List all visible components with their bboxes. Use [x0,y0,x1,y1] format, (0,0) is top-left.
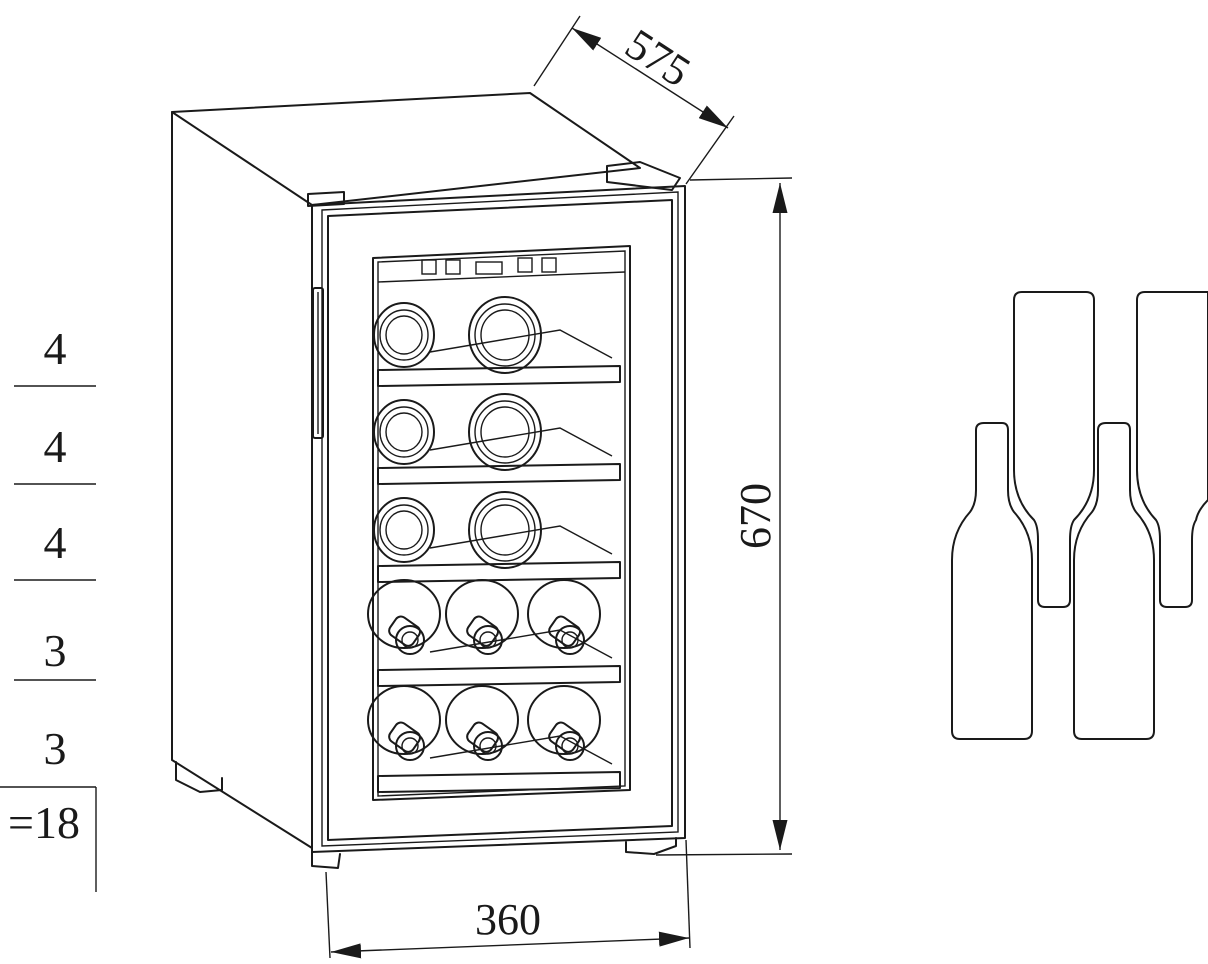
bottle-inverted-icon [1136,291,1208,608]
door-frame-inner [327,199,673,841]
button-icon [541,257,557,273]
button-icon [421,259,437,275]
shelf-rail [429,329,613,359]
control-panel [377,257,626,283]
bottle-upright-icon [951,422,1033,740]
shelf-rail [429,427,613,457]
shelf-count-3: 4 [44,517,67,568]
dimension-height: 670 [655,177,793,856]
door-frame-outer [311,185,686,853]
shelf [377,561,621,583]
bottle-neck [445,685,519,761]
bottle-upright-icon [1073,422,1155,740]
height-label: 670 [731,483,780,549]
total-count: =18 [8,797,80,848]
bottle-neck [445,579,519,655]
button-icon [445,259,461,275]
shelf [377,665,621,687]
glass-door [311,185,686,853]
bottle-base [468,393,542,471]
shelf-count-2: 4 [44,421,67,472]
bottle-neck [367,579,441,655]
dimension-width: 360 [325,839,691,959]
front-foot-left [311,851,341,869]
shelf-rail [429,629,613,659]
shelf [377,365,621,387]
bottle-silhouettes [951,291,1208,740]
bottle-base [468,491,542,569]
capacity-column: 4 4 4 3 3 =18 [0,323,97,892]
door-window [372,245,631,801]
depth-label: 575 [617,19,699,96]
shelf-rail [429,525,613,555]
rear-foot [175,761,223,793]
shelf-count-1: 4 [44,323,67,374]
shelves [377,329,621,793]
cabinet-top [171,92,641,206]
dimension-depth: 575 [533,15,735,185]
shelf [377,771,621,793]
cabinet-side [171,111,313,849]
button-icon [517,257,533,273]
bottle-neck [527,685,601,761]
front-foot-right [625,837,677,855]
bottle-neck [527,579,601,655]
shelf-rail [429,735,613,765]
shelf [377,463,621,485]
width-label: 360 [475,895,541,944]
shelf-count-5: 3 [44,723,67,774]
top-hinge [606,161,681,191]
cabinet-bottles [367,296,601,761]
bottle-base [373,497,435,563]
bottle-inverted-icon [1013,291,1095,608]
shelf-count-4: 3 [44,625,67,676]
display-icon [475,261,503,275]
bottle-base [373,399,435,465]
bottle-base [468,296,542,374]
bottle-base [373,302,435,368]
bottle-neck [367,685,441,761]
